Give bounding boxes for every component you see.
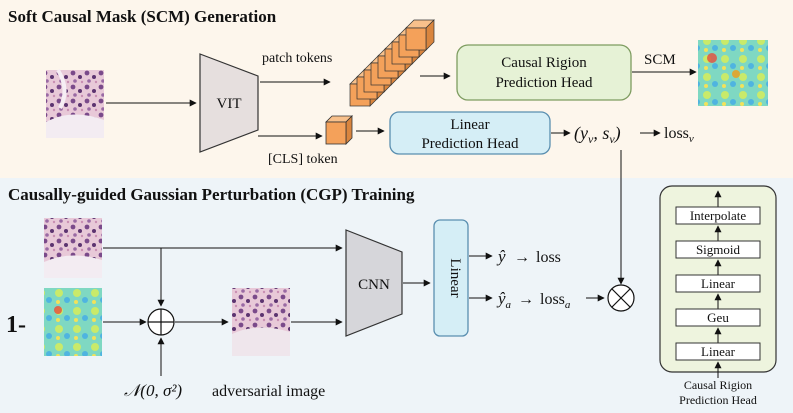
loss-label: loss: [536, 249, 561, 266]
cls-token-cube: [325, 115, 353, 145]
crph-layer-geu-3: Geu: [675, 308, 761, 327]
lph-line1: Linear: [450, 117, 489, 133]
bottom-scm-heatmap: [44, 288, 102, 356]
output-pair: (yv, sv): [574, 123, 621, 146]
arrow-yhat-a-to-loss-a: →: [518, 291, 534, 308]
cls-token-label: [CLS] token: [268, 152, 338, 167]
adversarial-image-label: adversarial image: [212, 383, 325, 400]
vit-block: [199, 53, 259, 153]
adversarial-image: [232, 288, 290, 356]
bottom-section-title: Causally-guided Gaussian Perturbation (C…: [8, 185, 415, 204]
cnn-block: [345, 229, 403, 337]
vit-label: VIT: [217, 96, 242, 112]
linear-layer-box: [433, 219, 469, 337]
y-hat-label: ŷ: [496, 247, 506, 266]
arrow-yhat-to-loss: →: [514, 249, 530, 266]
scm-label: SCM: [644, 52, 676, 68]
crph-layer-linear-4: Linear: [675, 342, 761, 361]
cnn-label: CNN: [358, 277, 390, 293]
crph-line2: Prediction Head: [495, 75, 593, 91]
crph-layer-linear-2: Linear: [675, 274, 761, 293]
crph-layer-label: Sigmoid: [696, 242, 741, 257]
loss-a-label: lossa: [540, 291, 571, 311]
patch-tokens-stack: [349, 19, 435, 107]
causal-region-prediction-head-box: [456, 44, 632, 101]
crph-layer-label: Linear: [701, 276, 736, 291]
loss-v-label: lossv: [664, 125, 694, 145]
crph-layer-label: Geu: [707, 310, 729, 325]
top-section-title: Soft Causal Mask (SCM) Generation: [8, 7, 277, 26]
crph-line1: Causal Rigion: [501, 55, 587, 71]
multiply-operator: [607, 284, 635, 312]
linear-prediction-head-box: [389, 111, 551, 155]
crph-layer-label: Linear: [701, 344, 736, 359]
input-histology-image: [46, 68, 104, 138]
bottom-input-image: [44, 218, 102, 278]
add-operator: [147, 308, 175, 336]
linear-layer-label: Linear: [447, 258, 463, 297]
lph-line2: Prediction Head: [421, 136, 519, 152]
one-minus-label: 1-: [6, 312, 26, 338]
crph-caption-line1: Causal Rigion: [684, 378, 752, 392]
crph-caption-line2: Prediction Head: [679, 393, 757, 407]
scm-heatmap-image: [698, 40, 768, 106]
y-hat-a-label: ŷa: [496, 289, 512, 311]
noise-label: 𝒩(0, σ²): [124, 381, 182, 400]
patch-token-cube: [405, 19, 435, 51]
patch-tokens-label: patch tokens: [262, 51, 332, 66]
crph-layer-label: Interpolate: [690, 208, 747, 223]
crph-layer-sigmoid-1: Sigmoid: [675, 240, 761, 259]
crph-layer-interpolate-0: Interpolate: [675, 206, 761, 225]
